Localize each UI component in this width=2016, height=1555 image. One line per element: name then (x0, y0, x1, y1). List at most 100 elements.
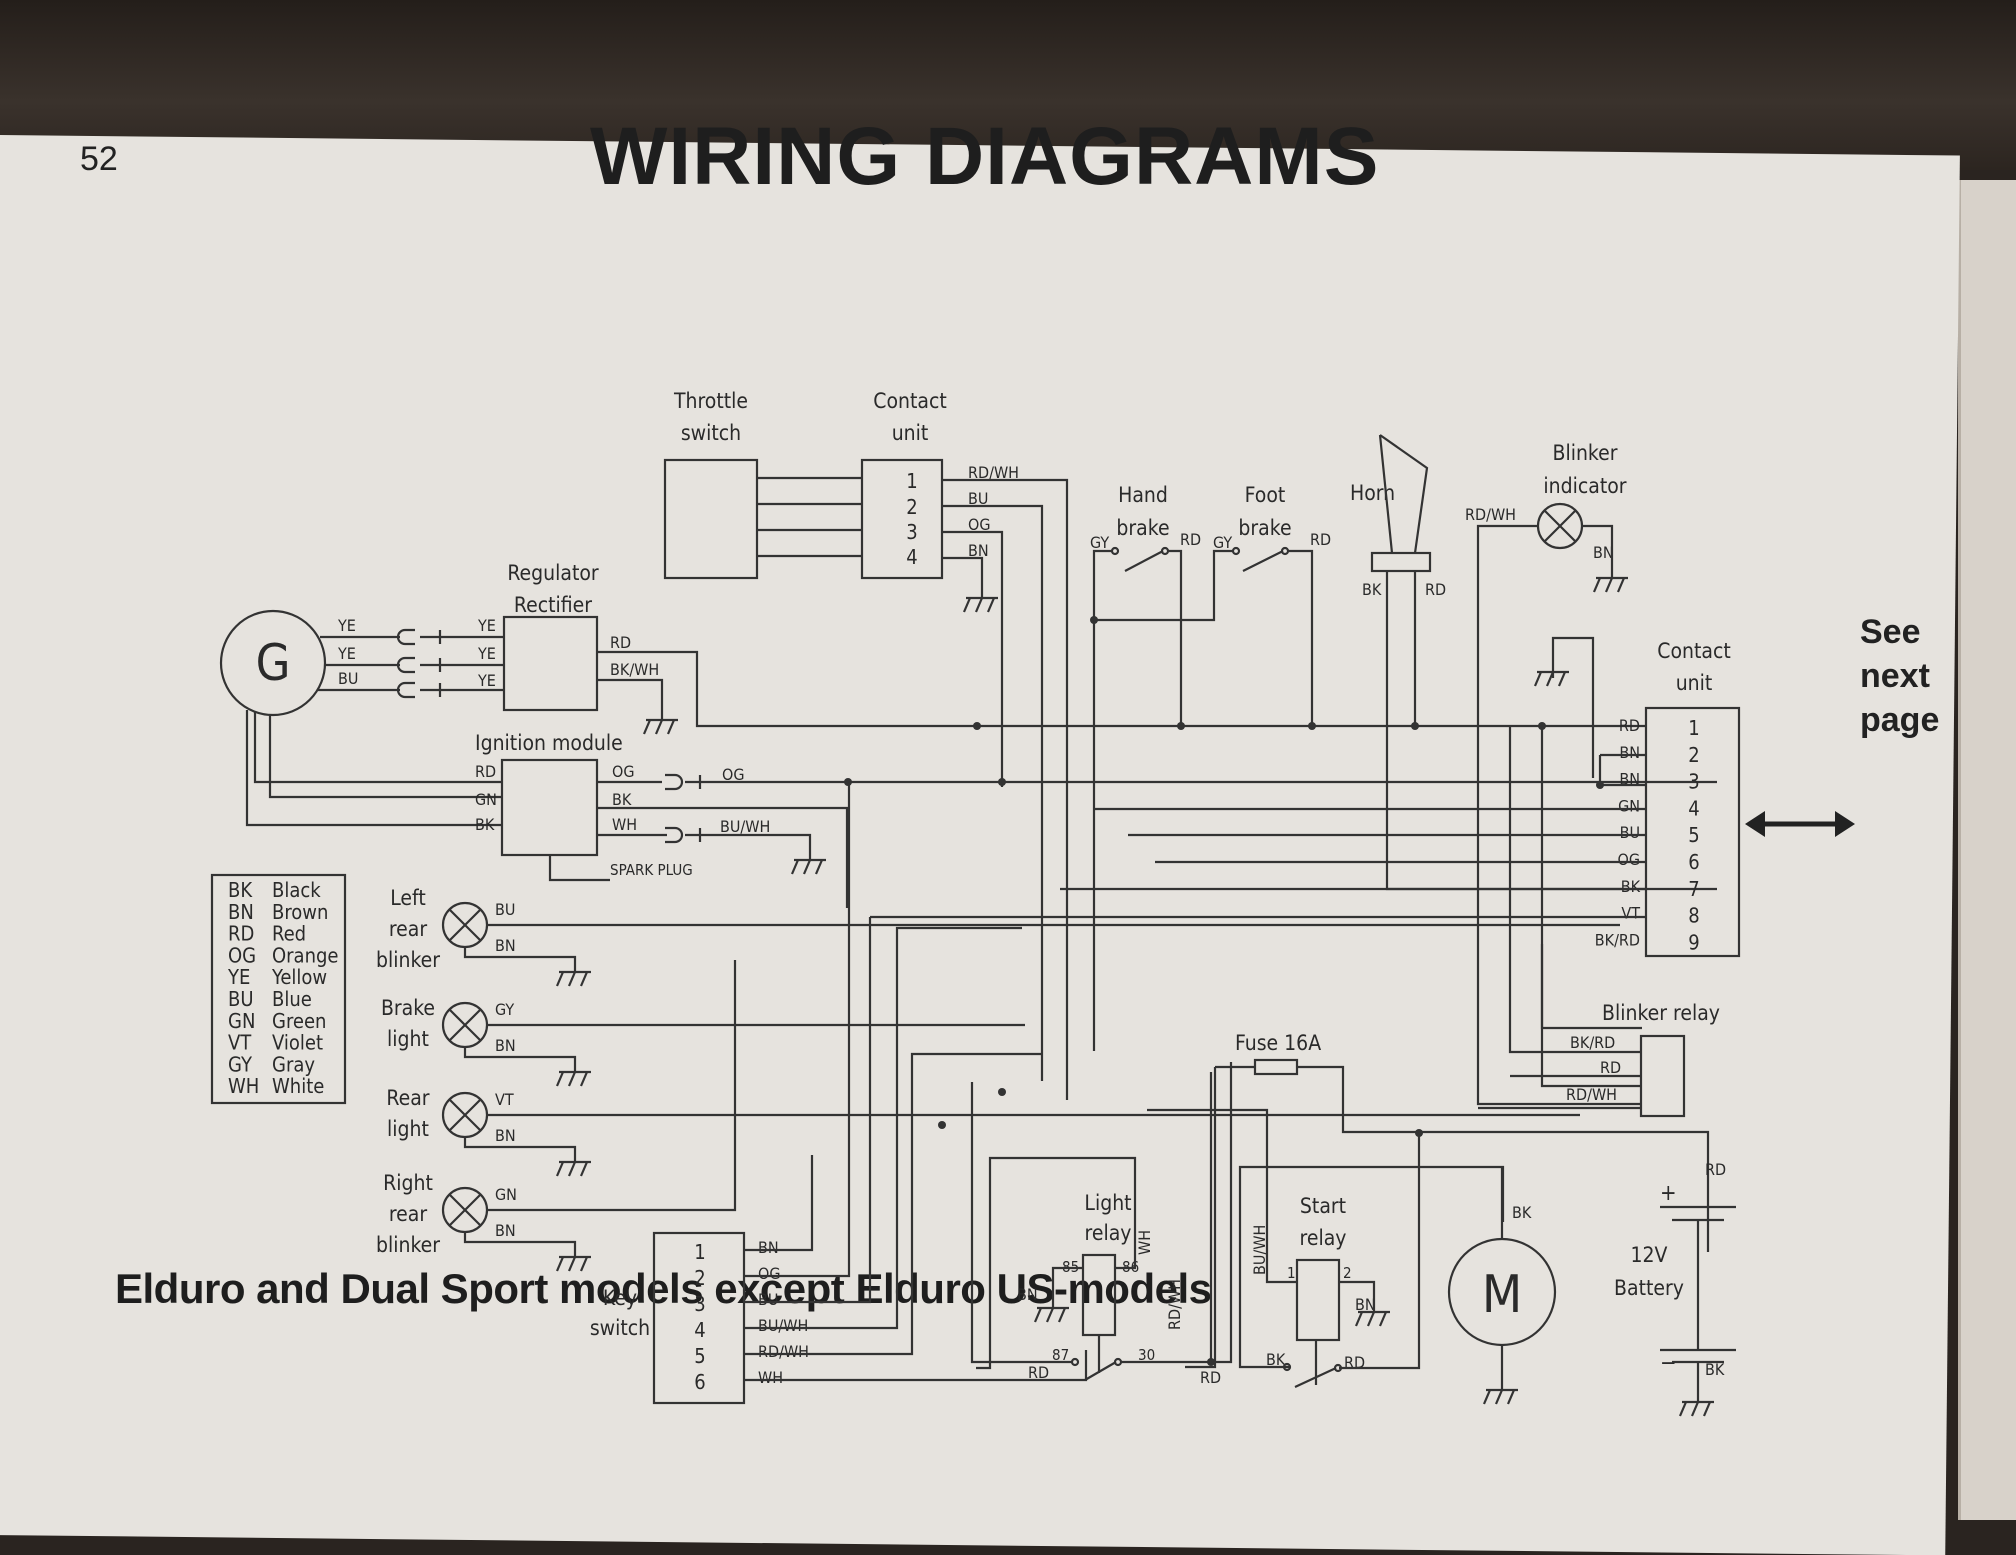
svg-text:Contact: Contact (1657, 639, 1731, 663)
svg-text:2: 2 (906, 495, 917, 519)
legend-code: YE (227, 965, 250, 989)
svg-text:unit: unit (892, 421, 929, 445)
key-switch-wire-label: BN (758, 1238, 779, 1257)
key-switch-wire (744, 926, 1022, 1330)
see-next-page-note: See next page (1860, 613, 1940, 739)
contact-wire-label: BN (1619, 770, 1640, 789)
legend-code: GN (228, 1009, 255, 1033)
svg-text:RD: RD (610, 633, 631, 652)
lamp-wire-label: VT (495, 1090, 514, 1109)
contact-pin-number: 7 (1688, 877, 1699, 901)
lamp-wire-label: BN (495, 1126, 516, 1145)
svg-text:BU: BU (968, 489, 988, 508)
key-switch-pin: 6 (694, 1370, 705, 1394)
svg-text:OG: OG (968, 515, 990, 534)
ignition-module: Ignition module RD GN BK OG BK WH OG BU/… (475, 731, 1717, 908)
contact-pin-number: 5 (1688, 823, 1699, 847)
svg-text:YE: YE (337, 616, 356, 635)
contact-pin-number: 1 (1688, 716, 1699, 740)
page-title: WIRING DIAGRAMS (590, 111, 1380, 202)
svg-text:4: 4 (906, 545, 917, 569)
svg-text:30: 30 (1138, 1346, 1155, 1364)
svg-text:YE: YE (477, 644, 496, 663)
lamp-name: light (387, 1117, 429, 1141)
key-switch-wire (744, 782, 851, 1278)
key-switch-wire (744, 1155, 814, 1252)
svg-text:BK/RD: BK/RD (1570, 1033, 1615, 1052)
svg-text:+: + (1660, 1181, 1677, 1206)
contact-wire-label: OG (1618, 850, 1640, 869)
legend-code: BK (228, 878, 253, 902)
svg-text:GY: GY (1090, 533, 1109, 552)
svg-text:SPARK PLUG: SPARK PLUG (610, 861, 693, 879)
svg-text:YE: YE (477, 616, 496, 635)
svg-text:RD: RD (1180, 530, 1201, 549)
lamp-name: light (387, 1027, 429, 1051)
contact-pin-number: 4 (1688, 796, 1699, 820)
lamp-name: rear (389, 1202, 428, 1226)
key-switch-pin: 3 (694, 1292, 705, 1316)
contact-wire-label: BU (1620, 823, 1640, 842)
svg-text:Horn: Horn (1350, 481, 1395, 505)
see-next-page-arrow (1745, 811, 1855, 837)
lamp-wire-label: GY (495, 1000, 514, 1019)
svg-text:relay: relay (1300, 1226, 1347, 1250)
svg-text:Blinker relay: Blinker relay (1602, 1001, 1720, 1025)
generator-symbol: G (256, 634, 291, 692)
rear-lamps: LeftrearblinkerBUBNBrakelightGYBNRearlig… (376, 886, 1620, 1273)
svg-text:3: 3 (906, 520, 917, 544)
svg-text:RD: RD (1425, 580, 1446, 599)
legend-code: GY (228, 1052, 253, 1076)
svg-text:RD: RD (1028, 1363, 1049, 1382)
contact-unit-right: Contact unit 1RD2BN3BN4GN5BU6OG7BK8VT9BK… (870, 639, 1741, 1030)
svg-text:RD: RD (1344, 1353, 1365, 1372)
contact-pin-number: 3 (1688, 770, 1699, 794)
key-switch-pin: 4 (694, 1318, 705, 1342)
svg-text:Rectifier: Rectifier (514, 593, 592, 617)
svg-text:BK: BK (475, 815, 495, 834)
svg-text:RD/WH: RD/WH (1165, 1279, 1184, 1330)
svg-text:Ignition module: Ignition module (475, 731, 623, 755)
svg-text:Throttle: Throttle (673, 389, 748, 413)
lamp-name: blinker (376, 1233, 440, 1257)
svg-text:2: 2 (1343, 1264, 1352, 1282)
svg-text:GN: GN (475, 790, 497, 809)
svg-text:BK: BK (612, 790, 632, 809)
svg-text:RD/WH: RD/WH (968, 463, 1019, 482)
legend-color-name: Yellow (271, 965, 327, 989)
page-number: 52 (80, 140, 118, 178)
svg-text:Key: Key (603, 1286, 637, 1310)
light-relay: Light relay 85 86 87 30 BN WH RD RD RD/W… (970, 1062, 1233, 1387)
lamp-name: rear (389, 917, 428, 941)
next-page-edge (1958, 180, 2016, 1520)
lamp-icon (441, 1091, 489, 1139)
svg-text:RD/WH: RD/WH (1465, 505, 1516, 524)
contact-wire-label: BK (1621, 877, 1641, 896)
lamp-name: Brake (381, 996, 435, 1020)
ground-icon (555, 970, 593, 988)
svg-text:BU: BU (338, 669, 358, 688)
svg-text:RD: RD (1705, 1160, 1726, 1179)
contact-wire-label: VT (1621, 904, 1640, 923)
svg-text:Blinker: Blinker (1552, 441, 1617, 465)
svg-text:RD: RD (475, 762, 496, 781)
ground-icon (555, 1255, 593, 1273)
ground-icon (555, 1160, 593, 1178)
foot-brake-switch: Foot brake GY RD (1213, 483, 1331, 726)
horn: Horn BK RD (1350, 434, 1717, 891)
legend-color-name: Red (272, 922, 306, 946)
junction-dots (844, 616, 1604, 1366)
lamp-name: blinker (376, 948, 440, 972)
contact-wire-label: BN (1619, 743, 1640, 762)
blinker-relay: Blinker relay BK/RD RD RD/WH (1478, 726, 1720, 1118)
key-switch-pin: 5 (694, 1344, 705, 1368)
lamp-wire-label: GN (495, 1185, 517, 1204)
generator: G YE YE BU (219, 609, 504, 827)
lamp-icon (441, 1186, 489, 1234)
contact-pin-number: 9 (1688, 930, 1699, 954)
